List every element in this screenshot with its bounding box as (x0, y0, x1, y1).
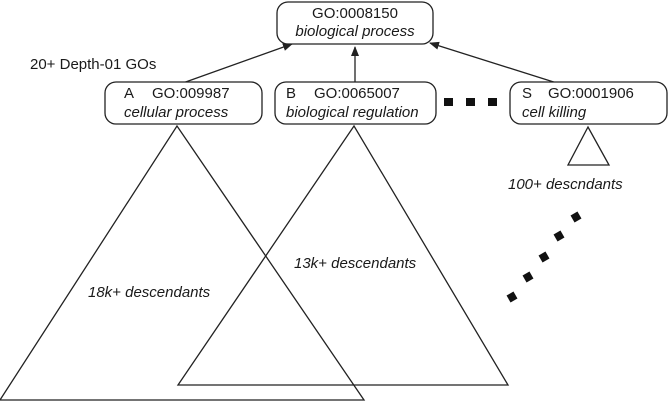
ellipsis-dot (506, 291, 518, 303)
ellipsis-dot (553, 230, 565, 242)
child-node-s-name: cell killing (522, 104, 587, 121)
ellipsis-dot (570, 211, 582, 223)
subtree-triangle-b (176, 124, 510, 386)
root-node-box (276, 1, 434, 45)
horizontal-ellipsis (444, 98, 497, 106)
child-node-a-id: GO:009987 (152, 85, 230, 102)
descendants-label-b: 13k+ descendants (294, 255, 417, 272)
child-node-b-id: GO:0065007 (314, 85, 400, 102)
depth-label: 20+ Depth-01 GOs (30, 56, 156, 73)
root-node-id: GO:0008150 (312, 5, 398, 22)
child-node-a-box (104, 81, 263, 125)
ellipsis-dot (538, 251, 550, 263)
diagonal-ellipsis (506, 211, 582, 303)
root-node-name: biological process (295, 23, 415, 40)
child-node-s: S GO:0001906 cell killing (509, 81, 668, 125)
descendants-label-a: 18k+ descendants (88, 284, 211, 301)
child-node-a-name: cellular process (124, 104, 229, 121)
subtree-triangle-a (0, 124, 366, 401)
child-node-s-id: GO:0001906 (548, 85, 634, 102)
ellipsis-dot (488, 98, 497, 106)
edge-a-to-root (179, 43, 293, 85)
edge-s-to-root (429, 41, 561, 85)
root-node: GO:0008150 biological process (276, 1, 434, 45)
child-node-b: B GO:0065007 biological regulation (274, 81, 437, 125)
child-node-a: A GO:009987 cellular process (104, 81, 263, 125)
ellipsis-dot (444, 98, 453, 106)
subtree-triangle-s (566, 125, 611, 166)
child-node-s-box (509, 81, 668, 125)
child-node-b-letter: B (286, 85, 296, 102)
child-node-a-letter: A (124, 85, 134, 102)
ellipsis-dot (466, 98, 475, 106)
child-node-b-name: biological regulation (286, 104, 419, 121)
ellipsis-dot (522, 271, 534, 283)
child-node-s-letter: S (522, 85, 532, 102)
descendants-label-s: 100+ descndants (508, 176, 623, 193)
child-node-b-box (274, 81, 437, 125)
